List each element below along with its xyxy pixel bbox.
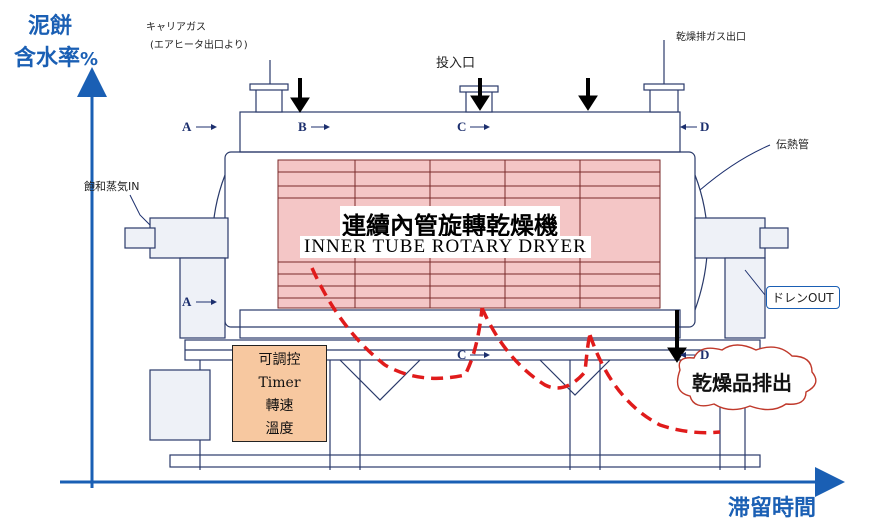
- output-label: 乾燥品排出: [692, 371, 792, 395]
- heat-tube-label: 伝熱管: [776, 138, 809, 151]
- y-axis-unit: %: [80, 49, 99, 70]
- section-a-top: A: [182, 119, 192, 134]
- x-axis-label: 滞留時間: [728, 496, 817, 521]
- control-line-adjustable: 可調控: [258, 352, 301, 368]
- section-d-top: D: [700, 119, 710, 134]
- support-frame: [169, 339, 761, 470]
- feed-arrows: [290, 78, 687, 363]
- control-line-timer: Timer: [258, 375, 301, 391]
- section-c-top: C: [457, 119, 467, 134]
- control-line-temperature: 溫度: [265, 421, 294, 437]
- y-axis-label-line2: 含水率%: [14, 40, 98, 72]
- y-axis-label-line1: 泥餅: [28, 14, 73, 39]
- dryer-title-english: INNER TUBE ROTARY DRYER: [300, 236, 591, 258]
- control-parameters-box: 可調控 Timer 轉速 溫度: [232, 345, 327, 442]
- inlet-label: 投入口: [436, 56, 476, 71]
- drive-assemblies: [124, 217, 789, 441]
- section-a-bottom: A: [182, 294, 192, 309]
- section-b-top: B: [298, 119, 307, 134]
- exhaust-label: 乾燥排ガス出口: [676, 32, 746, 43]
- carrier-gas-label: キャリアガス: [146, 22, 206, 33]
- leader-lines: [129, 124, 771, 358]
- dryer-title-japanese: 連續內管旋轉乾燥機: [340, 206, 560, 241]
- section-c-bottom: C: [457, 347, 467, 362]
- carrier-gas-sub-label: (エアヒータ出口より): [150, 40, 248, 51]
- section-d-bottom: D: [700, 347, 710, 362]
- output-cloud: [676, 344, 817, 411]
- drain-out-label: ドレンOUT: [766, 286, 840, 309]
- steam-in-label: 飽和蒸気IN: [84, 180, 140, 193]
- control-line-speed: 轉速: [265, 398, 294, 414]
- moisture-curves: [310, 267, 721, 435]
- y-axis-label-text: 含水率: [14, 46, 81, 71]
- top-nozzles: [249, 40, 685, 113]
